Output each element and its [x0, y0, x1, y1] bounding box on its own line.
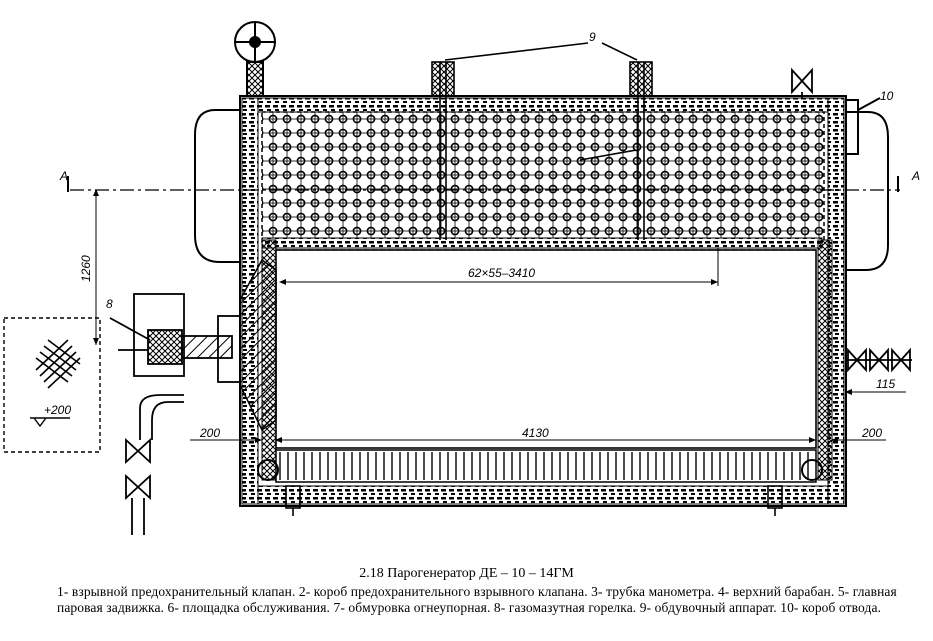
dim-tubes-label: 62×55–3410 [468, 266, 535, 280]
caption-legend: 1- взрывной предохранительный клапан. 2-… [57, 584, 897, 615]
safety-valve [791, 67, 813, 98]
callout-9: 9 [589, 30, 596, 44]
gas-oil-burner [109, 293, 241, 535]
section-mark-left: A [59, 169, 68, 183]
dim-200-right: 200 [861, 426, 882, 440]
level-mark: +200 [44, 403, 71, 417]
dim-tubes [279, 248, 719, 286]
outlet-box [845, 97, 881, 155]
caption-title: 2.18 Парогенератор ДЕ – 10 – 14ГМ [359, 566, 574, 581]
soot-blowers [431, 42, 653, 240]
figure-caption: 2.18 Парогенератор ДЕ – 10 – 14ГМ 1- взр… [0, 566, 933, 616]
dim-vertical: 1260 [79, 255, 93, 282]
upper-drum [194, 109, 889, 271]
drain-valves [846, 347, 912, 373]
furnace-screen [261, 239, 833, 481]
boiler-drawing: 9 10 A A 1260 62×55–3410 [3, 21, 920, 535]
bottom-drains [285, 485, 783, 516]
dim-4130: 4130 [522, 426, 549, 440]
section-mark-right: A [911, 169, 920, 183]
section-line [67, 176, 900, 192]
tube-bank [261, 111, 825, 249]
service-platform [3, 317, 101, 453]
furnace [275, 249, 817, 449]
dim-200-left: 200 [199, 426, 220, 440]
main-steam-valve [234, 21, 276, 97]
dim-115-label: 115 [876, 377, 895, 391]
lower-tubes [257, 449, 823, 483]
callout-10: 10 [880, 89, 894, 103]
callout-8: 8 [106, 297, 113, 311]
